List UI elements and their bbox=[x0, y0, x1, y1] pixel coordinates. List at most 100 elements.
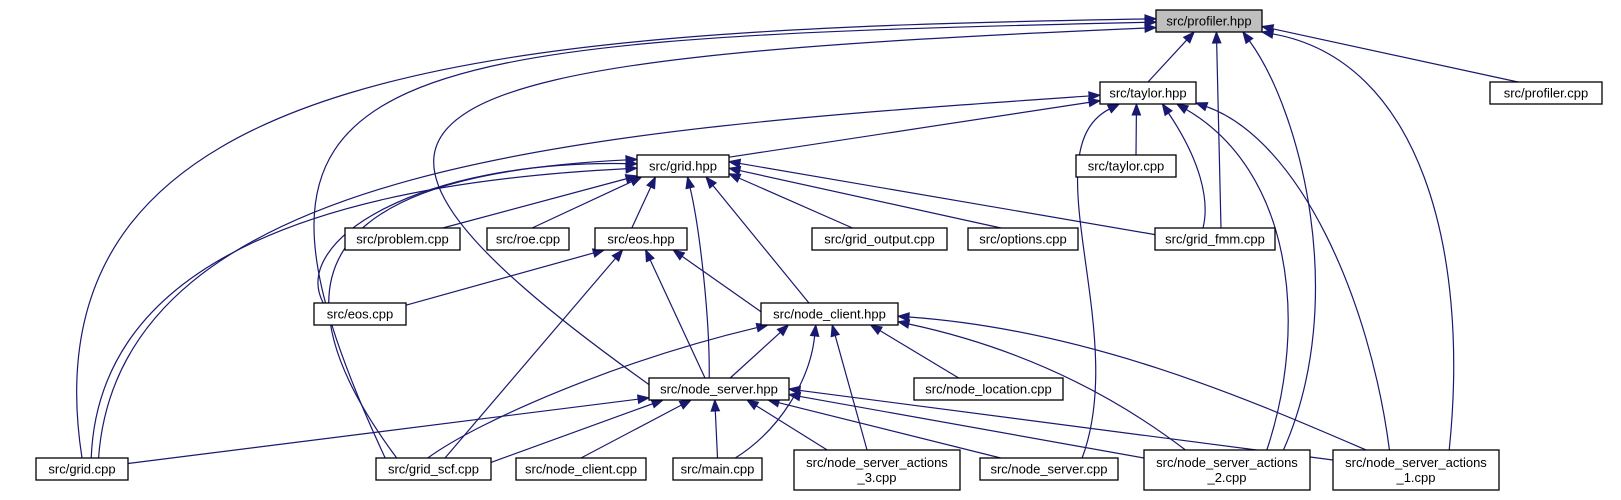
node-taylor-cpp[interactable]: src/taylor.cpp bbox=[1075, 154, 1177, 178]
node-box[interactable] bbox=[979, 457, 1119, 481]
edge-arrowhead bbox=[869, 324, 883, 336]
edge-arrowhead bbox=[629, 176, 643, 187]
node-nsa3-cpp[interactable]: src/node_server_actions_3.cpp bbox=[793, 449, 961, 491]
edge-line bbox=[739, 169, 1002, 229]
node-profiler-hpp[interactable]: src/profiler.hpp bbox=[1155, 9, 1263, 33]
edge-taylor_hpp-to-grid_cpp bbox=[97, 91, 1102, 459]
node-grid-scf-cpp[interactable]: src/grid_scf.cpp bbox=[375, 457, 492, 481]
edge-taylor_hpp-to-grid_hpp bbox=[728, 97, 1102, 158]
node-taylor-hpp[interactable]: src/taylor.hpp bbox=[1099, 81, 1197, 105]
node-box[interactable] bbox=[811, 227, 948, 251]
edge-node_server_hpp-to-node_client_cpp bbox=[580, 399, 693, 459]
edge-arrowhead bbox=[1106, 103, 1121, 114]
node-profiler-cpp[interactable]: src/profiler.cpp bbox=[1489, 81, 1603, 105]
node-box[interactable] bbox=[594, 227, 688, 251]
edge-line bbox=[531, 181, 632, 229]
node-box[interactable] bbox=[760, 302, 899, 326]
edge-grid_hpp-to-grid_fmm_cpp bbox=[727, 158, 1156, 236]
edge-arrowhead bbox=[787, 391, 802, 402]
edge-node_client_hpp-to-node_location_cpp bbox=[869, 324, 960, 379]
nodes-layer: src/profiler.hpp src/taylor.hpp src/profil… bbox=[35, 9, 1603, 491]
edge-eos_hpp-to-node_client_hpp bbox=[672, 249, 762, 313]
node-box[interactable] bbox=[1489, 81, 1603, 105]
edge-arrowhead bbox=[1175, 103, 1190, 115]
edge-line bbox=[728, 101, 1090, 158]
edge-line bbox=[799, 395, 1145, 459]
edge-arrowhead bbox=[745, 399, 760, 411]
edge-arrowhead bbox=[727, 158, 742, 169]
node-box[interactable] bbox=[1143, 449, 1311, 491]
edge-line bbox=[76, 18, 1146, 459]
node-options-cpp[interactable]: src/options.cpp bbox=[967, 227, 1079, 251]
edge-arrowhead bbox=[625, 163, 639, 174]
edge-line bbox=[444, 257, 616, 459]
edge-arrowhead bbox=[1182, 30, 1196, 44]
edge-node_server_hpp-to-nsa1_cpp bbox=[787, 385, 1334, 461]
node-box[interactable] bbox=[486, 227, 570, 251]
node-grid-cpp[interactable]: src/grid.cpp bbox=[35, 457, 129, 481]
edge-node_client_hpp-to-nsa3_cpp bbox=[830, 323, 868, 451]
edge-line bbox=[97, 95, 1090, 459]
edge-taylor_hpp-to-nsa1_cpp bbox=[1194, 102, 1391, 451]
edge-profiler_hpp-to-nsa1_cpp bbox=[1260, 29, 1455, 451]
node-label: src/grid_output.cpp bbox=[824, 232, 935, 247]
edge-eos_hpp-to-node_server_hpp bbox=[645, 248, 706, 379]
node-grid-fmm-cpp[interactable]: src/grid_fmm.cpp bbox=[1154, 227, 1276, 251]
edge-node_server_hpp-to-nsa3_cpp bbox=[745, 399, 828, 451]
node-box[interactable] bbox=[1075, 154, 1177, 178]
node-label: src/node_server_actions bbox=[806, 455, 948, 470]
node-main-cpp[interactable]: src/main.cpp bbox=[672, 457, 763, 481]
node-node-server-cpp[interactable]: src/node_server.cpp bbox=[979, 457, 1119, 481]
node-box[interactable] bbox=[35, 457, 129, 481]
node-box[interactable] bbox=[375, 457, 492, 481]
node-grid-hpp[interactable]: src/grid.hpp bbox=[636, 154, 730, 178]
node-node-client-hpp[interactable]: src/node_client.hpp bbox=[760, 302, 899, 326]
node-box[interactable] bbox=[1099, 81, 1197, 105]
edge-arrowhead bbox=[776, 324, 790, 337]
edge-line bbox=[734, 335, 816, 459]
edge-profiler_hpp-to-profiler_cpp bbox=[1260, 24, 1519, 83]
node-problem-cpp[interactable]: src/problem.cpp bbox=[344, 227, 461, 251]
node-label: src/taylor.cpp bbox=[1088, 159, 1165, 174]
edge-line bbox=[739, 162, 1156, 236]
node-box[interactable] bbox=[967, 227, 1079, 251]
node-eos-cpp[interactable]: src/eos.cpp bbox=[313, 302, 407, 326]
edge-line bbox=[834, 335, 868, 451]
edge-line bbox=[490, 403, 653, 463]
edge-arrowhead bbox=[710, 398, 721, 412]
node-box[interactable] bbox=[313, 302, 407, 326]
node-box[interactable] bbox=[1155, 9, 1263, 33]
node-box[interactable] bbox=[515, 457, 647, 481]
edge-node_client_hpp-to-node_server_hpp bbox=[729, 324, 790, 379]
node-label: src/node_server.cpp bbox=[990, 462, 1107, 477]
node-node-server-hpp[interactable]: src/node_server.hpp bbox=[648, 377, 790, 401]
edge-arrowhead bbox=[678, 399, 693, 410]
node-box[interactable] bbox=[672, 457, 763, 481]
node-eos-hpp[interactable]: src/eos.hpp bbox=[594, 227, 688, 251]
node-node-client-cpp[interactable]: src/node_client.cpp bbox=[515, 457, 647, 481]
edge-eos_hpp-to-grid_scf_cpp bbox=[444, 248, 624, 459]
edge-grid_hpp-to-grid_scf_cpp bbox=[328, 155, 639, 459]
edge-node_server_hpp-to-main_cpp bbox=[710, 398, 721, 459]
edge-node_server_hpp-to-grid_cpp bbox=[127, 394, 651, 465]
edge-arrowhead bbox=[896, 312, 910, 322]
edge-line bbox=[908, 316, 1367, 451]
edge-node_client_hpp-to-nsa2_cpp bbox=[896, 319, 1186, 451]
node-box[interactable] bbox=[1332, 449, 1500, 491]
node-roe-cpp[interactable]: src/roe.cpp bbox=[486, 227, 570, 251]
edge-arrowhead bbox=[1194, 102, 1209, 112]
node-box[interactable] bbox=[1154, 227, 1276, 251]
node-node-location-cpp[interactable]: src/node_location.cpp bbox=[913, 377, 1064, 401]
edge-arrowhead bbox=[1131, 102, 1142, 116]
edge-grid_hpp-to-node_client_hpp bbox=[705, 175, 810, 304]
node-box[interactable] bbox=[344, 227, 461, 251]
node-box[interactable] bbox=[913, 377, 1064, 401]
edge-arrowhead bbox=[705, 175, 718, 190]
node-grid-output-cpp[interactable]: src/grid_output.cpp bbox=[811, 227, 948, 251]
node-box[interactable] bbox=[648, 377, 790, 401]
node-box[interactable] bbox=[636, 154, 730, 178]
node-nsa1-cpp[interactable]: src/node_server_actions_1.cpp bbox=[1332, 449, 1500, 491]
node-label: src/node_server.hpp bbox=[660, 382, 778, 397]
node-nsa2-cpp[interactable]: src/node_server_actions_2.cpp bbox=[1143, 449, 1311, 491]
node-box[interactable] bbox=[793, 449, 961, 491]
